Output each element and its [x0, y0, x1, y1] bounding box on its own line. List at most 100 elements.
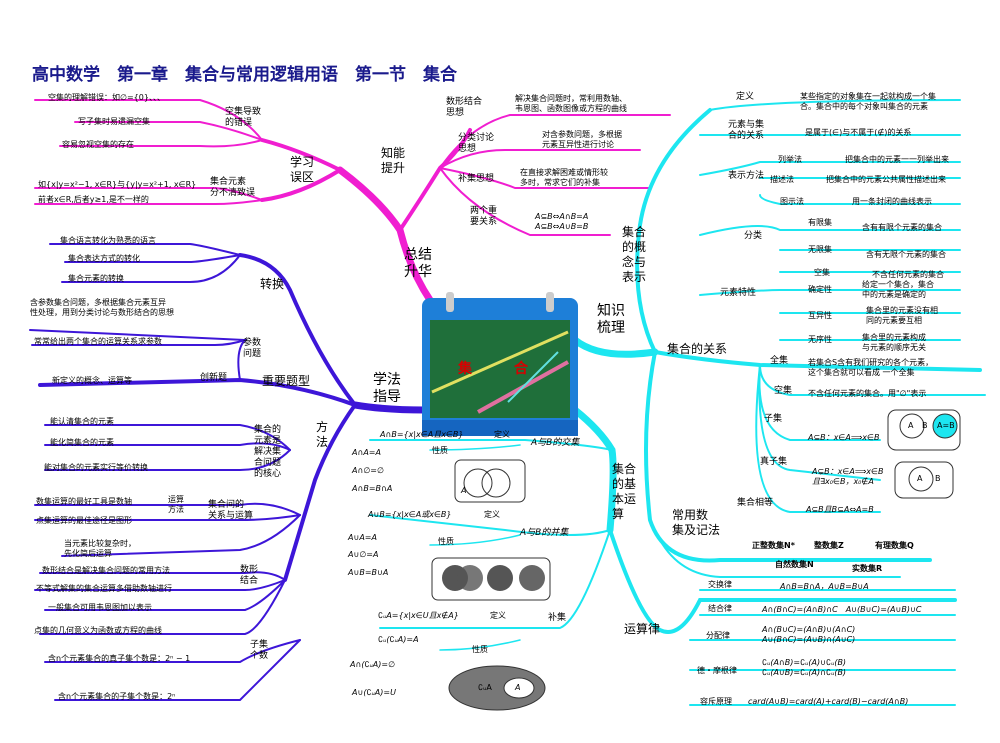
center-label-char-2: 合: [514, 361, 528, 377]
op-bu-def-label: 定义: [490, 611, 506, 620]
center-topic-card: [418, 292, 582, 440]
method-hexin-item-3: 能对集合的元素实行等价转换: [44, 463, 148, 472]
law-key-3: 分配律: [706, 631, 730, 640]
texing-key-1: 确定性: [808, 285, 832, 294]
center-label-char-1: 集: [458, 361, 472, 377]
biaoshi-val-1: 把集合中的元素一一列举出来: [845, 155, 949, 164]
concept-dingyi: 定义: [736, 92, 755, 102]
venn-bu-ua: ∁ᵤA: [478, 683, 492, 692]
concept-fenlei: 分类: [744, 231, 763, 241]
biaoshi-val-2: 把集合中的元素公共属性描述出来: [826, 175, 946, 184]
venn-intersection-figure: [454, 459, 526, 503]
method-zg-item-1: 含n个元素集合的真子集个数是：2ⁿ − 1: [48, 654, 191, 663]
method-yf-item-2: 点集运算的最佳途径是图形: [36, 516, 132, 525]
branch-zhongyao: 重要题型: [262, 374, 311, 388]
concept-ysgx-text: 是属于(∈)与不属于(∉)的关系: [805, 128, 912, 137]
op-jiao-prop-label: 性质: [432, 446, 448, 455]
law-val-1: A∩B=B∩A，A∪B=B∪A: [780, 582, 869, 591]
concept-dingyi-text: 某些指定的对象集在一起就构成一个集 合。集合中的每个对象叫集合的元素: [800, 92, 936, 111]
biaoshi-key-2: 描述法: [770, 175, 794, 184]
zhineng-key-1: 数形结合 思想: [446, 97, 483, 118]
branch-fangfa: 方 法: [316, 420, 329, 449]
zhineng-key-2: 分类讨论 思想: [458, 133, 495, 154]
method-hexin-item-2: 能化简集合的元素: [50, 438, 114, 447]
method-yf-item-1: 数集运算的最好工具是数轴: [36, 497, 132, 506]
fenlei-key-3: 空集: [814, 268, 830, 277]
relation-xiangdeng: 集合相等: [737, 498, 774, 508]
shuji-2: 整数集Z: [814, 541, 844, 550]
op-bing-prop-label: 性质: [438, 537, 454, 546]
law-key-5: 容斥原理: [700, 697, 732, 706]
op-bing-def: A∪B={x|x∈A或x∈B}: [368, 510, 452, 519]
relation-quanji-text: 若集合S含有我们研究的各个元素， 这个集合就可以看成 一个全集: [808, 358, 934, 377]
shuji-5: 实数集R: [852, 564, 883, 573]
tixing-canshu-item-1: 含参数集合问题，多根据集合元素互异 性处理，用到分类讨论与数形结合的思想: [30, 298, 174, 317]
method-hexin: 集合的 元素是 解决集 合问题 的核心: [254, 425, 282, 479]
law-val-2: A∩(B∩C)=(A∩B)∩C A∪(B∪C)=(A∪B)∪C: [762, 605, 922, 614]
blue-branches: [29, 243, 429, 701]
venn-subset-aeqb: A=B: [937, 421, 955, 430]
venn-subset-a: A: [908, 421, 914, 430]
branch-yunsuanlv: 运算律: [624, 622, 661, 636]
page-title: 高中数学 第一章 集合与常用逻辑用语 第一节 集合: [32, 65, 457, 85]
op-bing-label: A与B的并集: [520, 528, 569, 538]
zhineng-val-1: 解决集合问题时，常利用数轴、 韦恩图、函数图像或方程的曲线: [515, 94, 627, 113]
venn-subset-b: B: [922, 421, 928, 430]
wuqu-kong-label: 空集导致 的错误: [225, 107, 262, 128]
relation-quanji: 全集: [770, 356, 789, 366]
relation-xiangdeng-text: A⊆B且B⊆A⇔A=B: [806, 505, 874, 514]
method-hexin-item-1: 能认清集合的元素: [50, 417, 114, 426]
cyan-branches: [369, 99, 986, 706]
zhuanhuan-item-2: 集合表达方式的转化: [68, 254, 140, 263]
venn-jiao-a: A: [461, 486, 467, 495]
method-zigeshu: 子集 个数: [250, 640, 269, 661]
op-bu-def: ∁ᵤA={x|x∈U且x∉A}: [378, 611, 459, 620]
op-bu-prop-2: A∩(∁ᵤA)=∅: [350, 660, 396, 669]
op-jiao-def: A∩B={x|x∈A且x∈B}: [380, 430, 464, 439]
biaoshi-key-1: 列举法: [778, 155, 802, 164]
fenlei-key-1: 有限集: [808, 218, 832, 227]
venn-union-figure: [431, 557, 551, 601]
relation-ziji: 子集: [764, 414, 783, 424]
law-key-2: 结合律: [708, 604, 732, 613]
law-key-1: 交换律: [708, 580, 732, 589]
texing-val-2: 集合里的元素没有相 同的元素要互相: [866, 306, 938, 325]
wuqu-kong-item-1: 空集的理解错误：如∅={0}、、、: [48, 93, 165, 102]
method-sx-item-1: 数形结合是解决集合问题的常用方法: [42, 566, 170, 575]
zhineng-key-4: 两个重 要关系: [470, 206, 498, 227]
relation-ziji-text: A⊆B：x∈A⟹x∈B: [808, 433, 880, 442]
fenlei-val-3: 不含任何元素的集合: [872, 270, 944, 279]
calendar-icon: [422, 292, 578, 436]
relation-kongji: 空集: [774, 386, 793, 396]
branch-zongjie: 总结 升华: [404, 247, 432, 280]
op-jiao-label: A与B的交集: [531, 438, 580, 448]
texing-key-2: 互异性: [808, 311, 832, 320]
wuqu-kong-item-3: 容易忽视空集的存在: [62, 140, 134, 149]
branch-zhishi: 知识 梳理: [597, 303, 625, 336]
op-bu-prop-3: A∪(∁ᵤA)=U: [352, 688, 396, 697]
law-val-5: card(A∪B)=card(A)+card(B)−card(A∩B): [748, 697, 909, 706]
texing-val-3: 集合里的元素构成 与元素的顺序无关: [862, 333, 926, 352]
wuqu-yuansu-item-1: 如{x|y=x²−1, x∈R}与{y|y=x²+1, x∈R}: [38, 180, 197, 189]
branch-changyong: 常用数 集及记法: [672, 508, 721, 537]
fenlei-key-2: 无限集: [808, 245, 832, 254]
zhineng-val-4: A⊆B⇔A∩B=A A⊆B⇔A∪B=B: [535, 212, 589, 231]
op-bing-def-label: 定义: [484, 510, 500, 519]
op-jiao-prop-1: A∩A=A: [352, 448, 381, 457]
zhuanhuan-item-1: 集合语言转化为熟悉的语言: [60, 236, 156, 245]
method-sx-item-2: 不等式解集的集合运算多借助数轴进行: [36, 584, 172, 593]
law-key-4: 德・摩根律: [697, 666, 737, 675]
tixing-canshu-item-2: 常常给出两个集合的运算关系求参数: [34, 337, 162, 346]
magenta-branches: [34, 99, 671, 304]
method-sx-item-4: 点集的几何意义为函数或方程的曲线: [34, 626, 162, 635]
shuji-4: 自然数集N: [775, 560, 814, 569]
branch-xuefa: 学法 指导: [373, 372, 401, 405]
zhineng-key-3: 补集思想: [458, 174, 495, 184]
fenlei-val-2: 含有无限个元素的集合: [866, 250, 946, 259]
zhineng-val-3: 在直接求解困难或情形较 多时，常求它们的补集: [520, 168, 608, 187]
op-jiao-prop-2: A∩∅=∅: [352, 466, 384, 475]
relation-zhenziji: 真子集: [760, 457, 788, 467]
venn-bu-a: A: [515, 683, 521, 692]
op-jiao-def-label: 定义: [494, 430, 510, 439]
